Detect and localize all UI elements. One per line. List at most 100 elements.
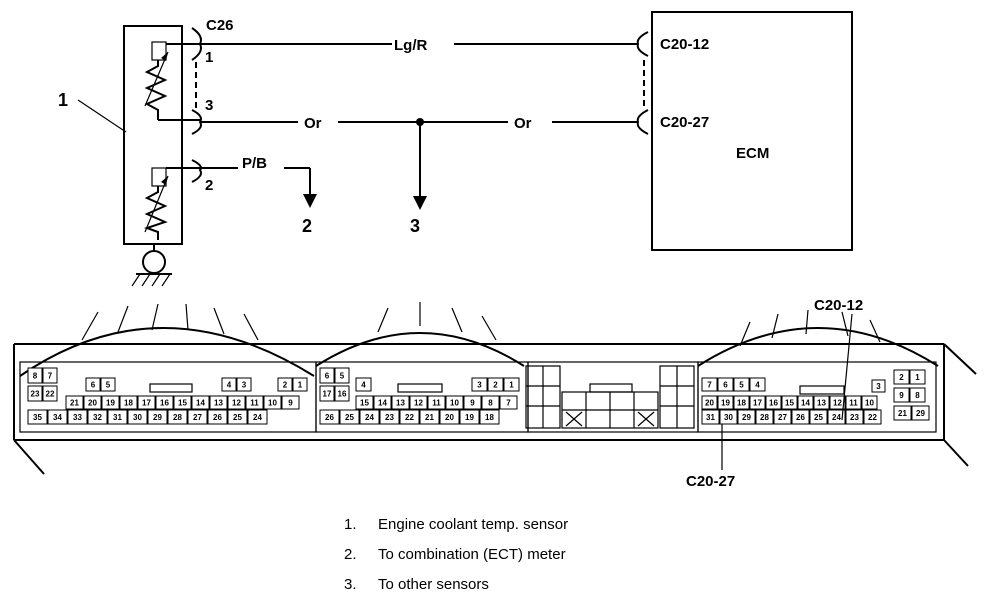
pin-number: 10	[268, 399, 277, 408]
pin-number: 11	[849, 399, 858, 408]
pin-number: 3	[477, 381, 482, 390]
pin-cell	[809, 409, 828, 425]
pin-number: 12	[232, 399, 241, 408]
pin-cell	[167, 409, 188, 425]
pin-2-label: 2	[205, 177, 213, 194]
pin-cell	[827, 409, 846, 425]
pin-cell	[47, 409, 68, 425]
pin-number: 2	[899, 373, 904, 382]
pin-cell	[439, 409, 460, 425]
pin-number: 24	[365, 413, 374, 422]
pin-number: 20	[705, 399, 714, 408]
arrow-2-label: 2	[302, 216, 312, 236]
pin-number: 26	[213, 413, 222, 422]
coolant-sensor	[123, 25, 200, 287]
pin-number: 27	[193, 413, 202, 422]
pin-number: 21	[70, 399, 79, 408]
pin-number: 34	[53, 413, 62, 422]
pin-number: 30	[724, 413, 733, 422]
pin-cell	[445, 395, 464, 410]
pin-cell	[749, 377, 766, 392]
pin-number: 2	[493, 381, 498, 390]
pin-1-label: 1	[205, 49, 213, 66]
sensor-callout: 1	[58, 90, 68, 110]
pin-cell	[373, 395, 392, 410]
pin-cell	[893, 369, 910, 385]
pin-number: 9	[288, 399, 293, 408]
pin-number: 8	[33, 372, 38, 381]
pin-number: 23	[31, 390, 40, 399]
pin-cell	[813, 395, 830, 410]
pin-number: 7	[48, 372, 53, 381]
pin-number: 19	[721, 399, 730, 408]
pin-number: 16	[769, 399, 778, 408]
pin-number: 3	[876, 382, 881, 391]
pin-cell	[909, 369, 926, 385]
pin-number: 22	[46, 390, 55, 399]
pin-number: 26	[796, 413, 805, 422]
pin-number: 16	[160, 399, 169, 408]
pin-number: 10	[865, 399, 874, 408]
pin-cell	[355, 395, 374, 410]
pin-number: 8	[488, 399, 493, 408]
pin-number: 28	[173, 413, 182, 422]
pin-cell	[717, 395, 734, 410]
pin-number: 13	[817, 399, 826, 408]
pin-cell	[137, 395, 156, 410]
pin-number: 2	[283, 381, 288, 390]
pin-number: 1	[915, 373, 920, 382]
pin-cell	[42, 385, 58, 402]
pin-number: 22	[405, 413, 414, 422]
pin-number: 24	[832, 413, 841, 422]
pin-cell	[391, 395, 410, 410]
pin-number: 15	[785, 399, 794, 408]
connector-c26-label: C26	[206, 17, 234, 34]
pin-cell	[319, 409, 340, 425]
pin-number: 27	[778, 413, 787, 422]
pin-number: 23	[850, 413, 859, 422]
pin-number: 30	[133, 413, 142, 422]
connector-face	[13, 302, 977, 475]
pin-cell	[127, 409, 148, 425]
pin-cell	[845, 409, 864, 425]
pin-number: 35	[33, 413, 42, 422]
pin-number: 13	[396, 399, 405, 408]
pin-cell	[409, 395, 428, 410]
pin-cell	[701, 395, 718, 410]
pin-cell	[27, 385, 43, 402]
pin-cell	[207, 409, 228, 425]
pin-number: 17	[142, 399, 151, 408]
ecm-pin-c20-12-label: C20-12	[660, 36, 709, 53]
pin-cell	[765, 395, 782, 410]
pin-number: 18	[485, 413, 494, 422]
pin-cell	[379, 409, 400, 425]
pin-number: 4	[755, 381, 760, 390]
pin-number: 31	[706, 413, 715, 422]
pin-number: 16	[338, 390, 347, 399]
pin-cell	[27, 409, 48, 425]
pin-cell	[263, 395, 282, 410]
pin-cell	[319, 385, 335, 402]
pin-cell	[339, 409, 360, 425]
connector-c20-ecm-side	[636, 31, 649, 135]
legend-item: 1.Engine coolant temp. sensor	[344, 516, 569, 533]
pin-cell	[863, 409, 882, 425]
pin-number: 15	[178, 399, 187, 408]
pin-cell	[65, 395, 84, 410]
pin-number: 6	[723, 381, 728, 390]
pin-number: 6	[91, 381, 96, 390]
pin-cell	[861, 395, 878, 410]
pin-cell	[797, 395, 814, 410]
callout-c20-12: C20-12	[814, 297, 863, 314]
pin-cell	[236, 377, 252, 392]
arrow-3-label: 3	[410, 216, 420, 236]
pin-number: 10	[450, 399, 459, 408]
pin-cell	[83, 395, 102, 410]
pin-cell	[893, 387, 910, 403]
pin-cell	[471, 377, 488, 392]
pin-cell	[334, 367, 350, 384]
pin-number: 12	[833, 399, 842, 408]
ecm-label: ECM	[736, 145, 769, 162]
